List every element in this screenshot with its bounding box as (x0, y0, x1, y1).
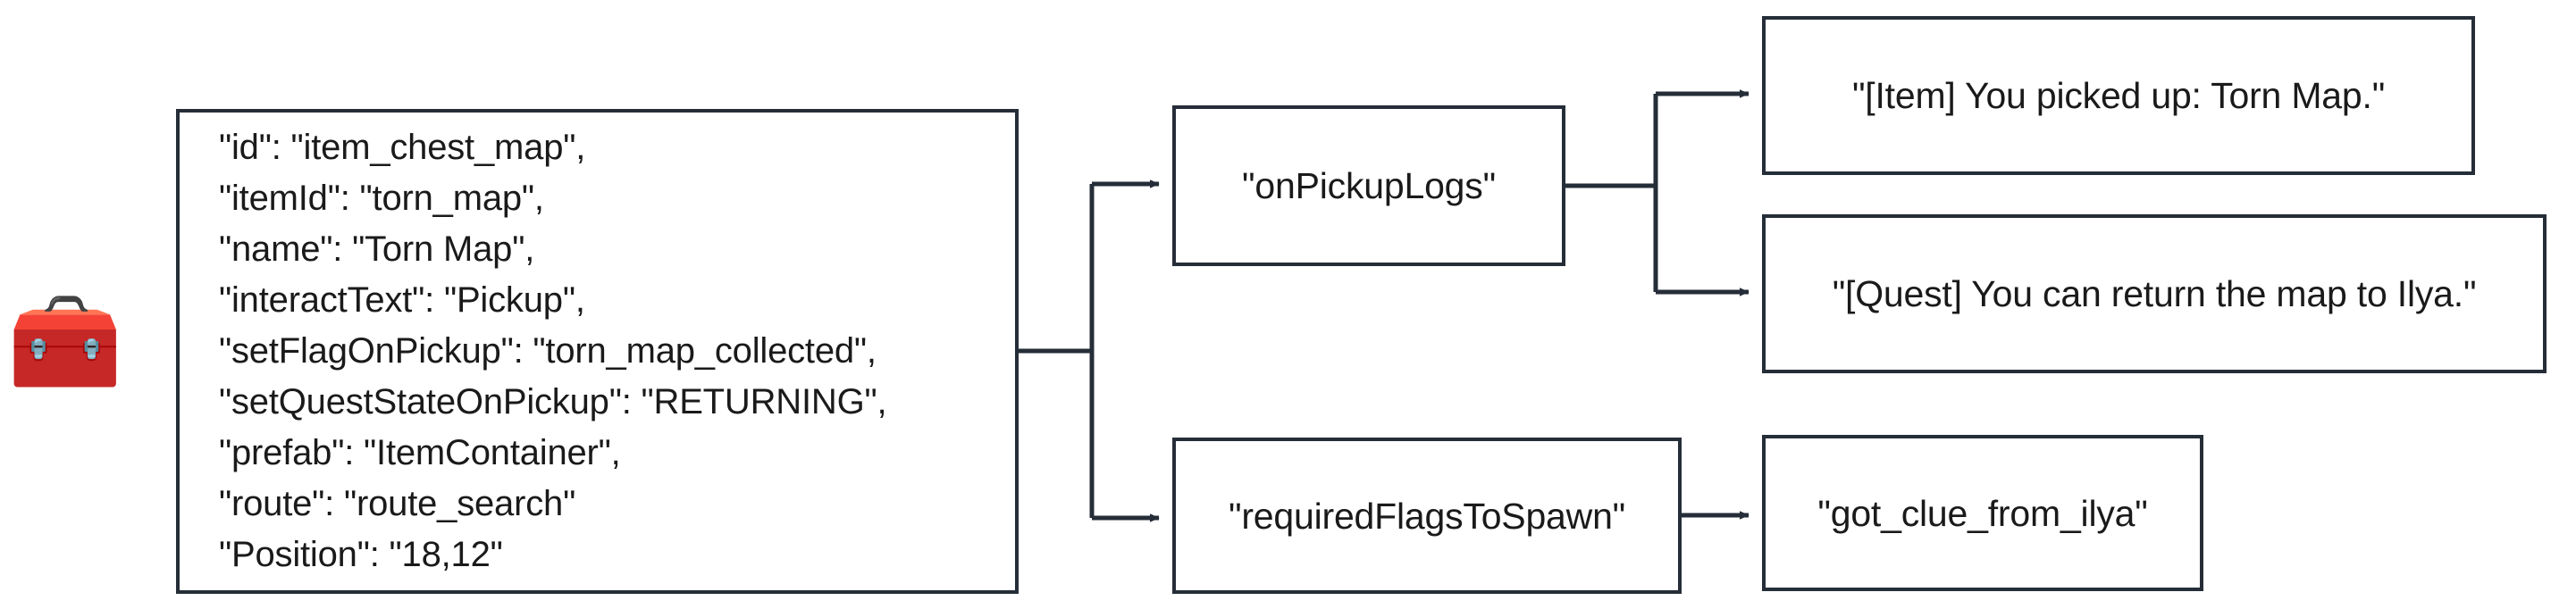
node-required-flags-to-spawn[interactable]: "requiredFlagsToSpawn" (1172, 438, 1682, 594)
required-flags-to-spawn-label: "requiredFlagsToSpawn" (1228, 495, 1626, 537)
node-log-item-message[interactable]: "[Item] You picked up: Torn Map." (1762, 16, 2475, 175)
log-quest-message-label: "[Quest] You can return the map to Ilya.… (1832, 273, 2477, 314)
log-item-message-label: "[Item] You picked up: Torn Map." (1851, 75, 2386, 116)
on-pickup-logs-label: "onPickupLogs" (1242, 165, 1496, 206)
node-flag-got-clue-from-ilya[interactable]: "got_clue_from_ilya" (1762, 435, 2203, 591)
flag-got-clue-from-ilya-label: "got_clue_from_ilya" (1817, 492, 2148, 534)
treasure-chest-icon: 🧰 (7, 290, 123, 394)
node-on-pickup-logs[interactable]: "onPickupLogs" (1172, 105, 1565, 266)
node-item-chest-map[interactable]: "id": "item_chest_map", "itemId": "torn_… (176, 109, 1019, 594)
item-chest-map-properties-text: "id": "item_chest_map", "itemId": "torn_… (219, 128, 887, 574)
node-log-quest-message[interactable]: "[Quest] You can return the map to Ilya.… (1762, 214, 2547, 373)
